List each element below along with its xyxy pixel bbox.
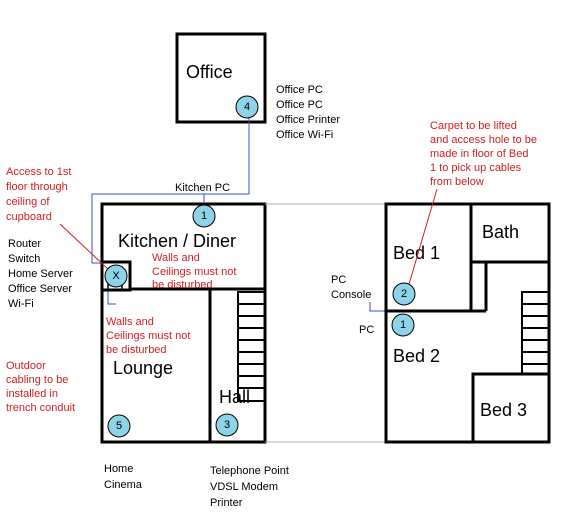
- office-room: [175, 32, 267, 124]
- note-line: cabling to be: [6, 374, 68, 386]
- office-equipment-item: Office Wi-Fi: [276, 129, 333, 141]
- note-line: and access hole to be: [430, 134, 537, 146]
- notes: Access to 1st floor through ceiling of c…: [6, 120, 537, 414]
- note-line: Walls and: [106, 316, 154, 328]
- note-line: be disturbed: [152, 279, 213, 291]
- note-line: Ceilings must not: [106, 330, 190, 342]
- hall-equipment-item: VDSL Modem: [210, 481, 278, 493]
- note-line: trench conduit: [6, 402, 75, 414]
- pc-console-item: Console: [331, 289, 371, 301]
- node-core: X: [104, 264, 128, 288]
- stairs-outline: [237, 291, 266, 402]
- office-equipment-item: Office PC: [276, 99, 323, 111]
- office-equipment-list: Office PC Office PC Office Printer Offic…: [276, 84, 340, 141]
- node-circle: [391, 313, 415, 337]
- cable-runs: [91, 116, 404, 312]
- node-circle: [392, 282, 416, 306]
- carpet-pointer: [406, 188, 438, 292]
- node-number: 1: [201, 210, 207, 222]
- network-nodes: 4 1 X 5 3 2 1: [104, 95, 416, 438]
- stairs-outline: [521, 291, 550, 375]
- node-circle: [215, 413, 239, 437]
- hall-label: Hall: [219, 387, 250, 407]
- kitchen-pc-label: Kitchen PC: [175, 182, 230, 194]
- node-circle: [104, 264, 128, 288]
- carpet-note: Carpet to be lifted and access hole to b…: [430, 120, 537, 188]
- node-circle: [192, 204, 216, 228]
- floor-guides: [265, 203, 386, 443]
- note-line: installed in: [6, 388, 58, 400]
- note-line: ceiling of: [6, 196, 50, 208]
- office-equipment-item: Office PC: [276, 84, 323, 96]
- node-circle: [107, 414, 131, 438]
- kitchen-walls-note: Walls and Ceilings must not be disturbed: [152, 252, 236, 291]
- room-labels: Kitchen / Diner Lounge Hall Bed 1 Bed 2 …: [113, 222, 527, 420]
- office-building: Office: [175, 32, 267, 124]
- pc-console-item: PC: [331, 274, 346, 286]
- note-line: be disturbed: [106, 344, 167, 356]
- stairs: [237, 291, 266, 402]
- node-number: 4: [244, 101, 250, 113]
- note-line: cupboard: [6, 211, 52, 223]
- office-to-core-cable: [91, 116, 250, 264]
- node-number: 5: [116, 420, 122, 432]
- note-line: Access to 1st: [6, 166, 71, 178]
- note-line: Ceilings must not: [152, 266, 236, 278]
- node-circle: [235, 95, 259, 119]
- bath-room: [469, 202, 551, 264]
- bed3-label: Bed 3: [480, 400, 527, 420]
- node-lounge: 5: [107, 414, 131, 438]
- kitchen-label: Kitchen / Diner: [118, 231, 236, 251]
- outdoor-note: Outdoor cabling to be installed in trenc…: [6, 360, 75, 414]
- lounge-label: Lounge: [113, 358, 173, 378]
- note-line: Walls and: [152, 252, 200, 264]
- node-bed2: 1: [391, 313, 415, 337]
- first-floor: [384, 202, 551, 444]
- cupboard-note: Access to 1st floor through ceiling of c…: [6, 166, 71, 223]
- lounge-walls-note: Walls and Ceilings must not be disturbed: [106, 316, 190, 356]
- node-number: X: [112, 270, 120, 282]
- node-office: 4: [235, 95, 259, 119]
- note-line: floor through: [6, 181, 68, 193]
- lounge-equipment-item: Home: [104, 463, 133, 475]
- lounge-equipment-item: Cinema: [104, 479, 143, 491]
- core-equipment-item: Router: [8, 238, 41, 250]
- note-line: 1 to pick up cables: [430, 162, 522, 174]
- node-kitchen: 1: [192, 204, 216, 228]
- core-equipment-item: Switch: [8, 253, 40, 265]
- node-bed1: 2: [392, 282, 416, 306]
- note-line: made in floor of Bed: [430, 148, 528, 160]
- node-number: 2: [401, 288, 407, 300]
- core-equipment-item: Office Server: [8, 283, 72, 295]
- hall-equipment-item: Telephone Point: [210, 465, 289, 477]
- bed2-pc-label: PC: [359, 324, 374, 336]
- core-equipment-item: Home Server: [8, 268, 73, 280]
- bed1-label: Bed 1: [393, 243, 440, 263]
- note-line: from below: [430, 176, 484, 188]
- note-line: Carpet to be lifted: [430, 120, 517, 132]
- bed2-label: Bed 2: [393, 346, 440, 366]
- first-floor-stairs: [521, 291, 550, 375]
- bath-label: Bath: [482, 222, 519, 242]
- office-label: Office: [186, 62, 233, 82]
- cupboard-pointer: [59, 223, 111, 272]
- core-equipment-item: Wi-Fi: [8, 298, 34, 310]
- node-number: 1: [400, 319, 406, 331]
- node-number: 3: [224, 419, 230, 431]
- note-line: Outdoor: [6, 360, 46, 372]
- bed3-room: [471, 372, 551, 444]
- note-pointers: [59, 188, 438, 292]
- hall-equipment-item: Printer: [210, 497, 243, 509]
- node-hall: 3: [215, 413, 239, 437]
- office-equipment-item: Office Printer: [276, 114, 340, 126]
- equipment-labels: Kitchen PC Router Switch Home Server Off…: [8, 182, 374, 509]
